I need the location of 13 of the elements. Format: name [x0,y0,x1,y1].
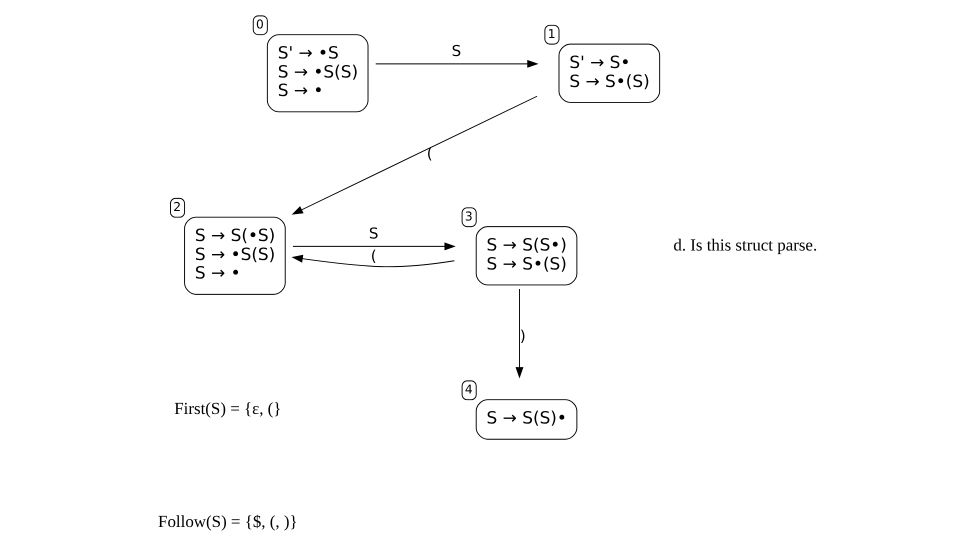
edge-label: ) [519,327,526,346]
arrow [291,254,454,268]
edge-label: S [368,224,378,243]
arrow [291,96,538,215]
edge-label: ( [426,144,432,163]
edge-label: ( [370,247,376,266]
arrow [374,60,538,68]
edge-label: S [451,42,461,60]
label: d. Is this struct parse. [672,236,817,255]
arrow [292,242,456,250]
arrow [515,288,523,378]
label: First(S) = {ε, (} [174,399,281,418]
label: Follow(S) = {$, (, )} [158,512,298,532]
